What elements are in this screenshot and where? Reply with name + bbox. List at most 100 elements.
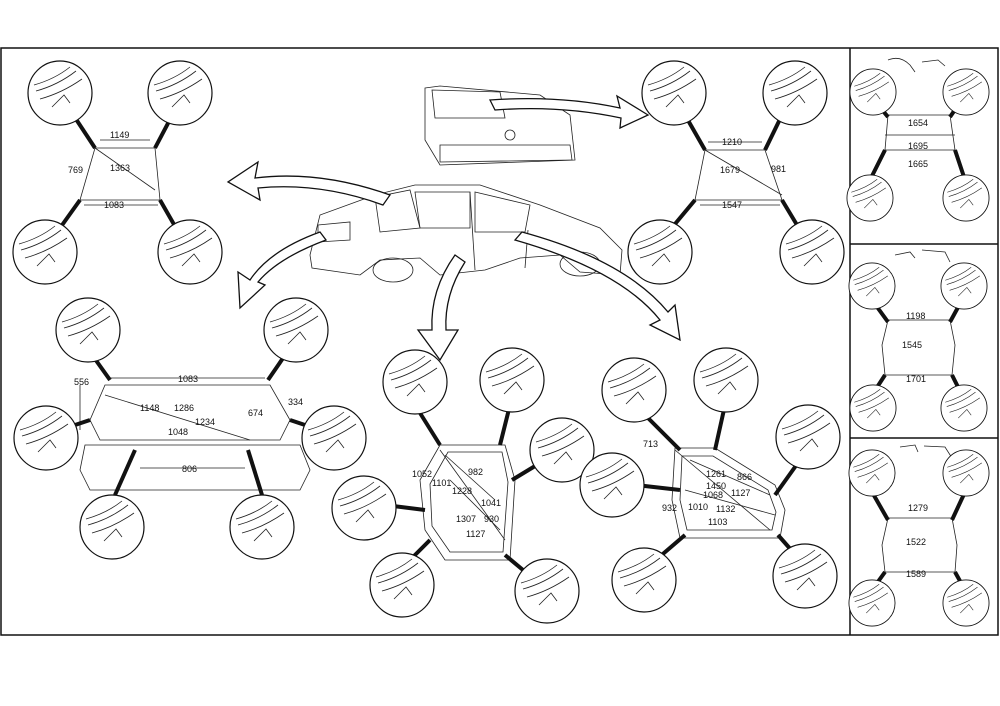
dim-trunk-height: 556 <box>74 377 89 387</box>
detail-circle-fw-1 <box>27 60 93 126</box>
dim-rw-side: 981 <box>771 164 786 174</box>
dim-fw-bottom: 1083 <box>104 200 124 210</box>
detail-circle-sp2-4 <box>940 384 988 432</box>
dim-fd-a: 713 <box>643 439 658 449</box>
dim-fd-b: 1261 <box>706 469 726 479</box>
dim-fd-f: 1127 <box>731 488 750 498</box>
detail-circle-tr-5 <box>79 494 145 560</box>
dim-rd-e: 1041 <box>481 498 501 508</box>
dim-trunk-right-b: 334 <box>288 397 303 407</box>
detail-circle-sp1-4 <box>942 174 990 222</box>
arrow-to-rear-window <box>488 94 650 130</box>
dim-trunk-upper: 1148 <box>140 403 159 413</box>
side-panel-2: 1198 1545 1701 <box>848 249 988 432</box>
detail-circle-rw-3 <box>627 219 693 285</box>
dim-trunk-right-a: 674 <box>248 408 263 418</box>
detail-circle-sp1-1 <box>849 68 897 116</box>
dim-fw-top: 1149 <box>110 130 129 140</box>
front-door-group: 713 1261 866 1450 1068 1127 932 1010 113… <box>579 347 841 613</box>
detail-circle-fd-3 <box>775 404 841 470</box>
dim-sp3-a: 1279 <box>908 503 928 513</box>
dim-sp2-c: 1701 <box>906 374 926 384</box>
detail-circle-rw-1 <box>641 60 707 126</box>
trunk-group: 1083 556 1148 1286 1234 1048 674 334 806 <box>13 297 367 560</box>
dim-fd-d: 1450 <box>706 481 726 491</box>
arrow-to-rear-door <box>416 254 466 362</box>
detail-circle-fd-1 <box>601 357 667 423</box>
detail-circle-rd-6 <box>514 558 580 624</box>
detail-circle-sp2-3 <box>849 384 897 432</box>
dim-trunk-lower: 1234 <box>195 417 215 427</box>
dim-sp1-b: 1695 <box>908 141 928 151</box>
outer-frame <box>0 47 999 636</box>
detail-circle-rd-2 <box>479 347 545 413</box>
dim-fw-side: 769 <box>68 165 83 175</box>
car-front-view <box>424 85 576 166</box>
side-panel-1: 1654 1695 1665 <box>846 57 990 222</box>
arrow-to-trunk <box>237 231 328 310</box>
dim-rd-f: 1307 <box>456 514 476 524</box>
dim-fd-j: 1103 <box>708 517 727 527</box>
detail-circle-tr-2 <box>263 297 329 363</box>
dim-rd-a: 1052 <box>412 469 432 479</box>
dim-fd-g: 932 <box>662 503 677 513</box>
detail-circle-rd-1 <box>382 349 448 415</box>
detail-circle-rw-4 <box>779 219 845 285</box>
dim-rd-d: 1228 <box>452 486 472 496</box>
dim-trunk-bottom-diag: 1048 <box>168 427 188 437</box>
arrow-to-windshield <box>226 160 392 206</box>
dim-trunk-mid: 1286 <box>174 403 194 413</box>
dim-sp1-a: 1654 <box>908 118 928 128</box>
dim-sp3-b: 1522 <box>906 537 926 547</box>
detail-circle-tr-6 <box>229 494 295 560</box>
detail-circle-sp3-1 <box>848 449 896 497</box>
front-windshield-group: 1149 1363 769 1083 <box>12 60 223 285</box>
detail-circle-rd-4 <box>331 475 397 541</box>
detail-circle-sp1-3 <box>846 174 894 222</box>
windshield-outline <box>79 147 161 201</box>
dim-fw-diagonal: 1363 <box>110 163 130 173</box>
dim-sp2-a: 1198 <box>906 311 925 321</box>
dim-fd-i: 1132 <box>716 504 735 514</box>
detail-circle-tr-3 <box>13 405 79 471</box>
detail-circle-rw-2 <box>762 60 828 126</box>
dim-sp2-b: 1545 <box>902 340 922 350</box>
dim-trunk-width: 806 <box>182 464 197 474</box>
detail-circle-sp3-4 <box>942 579 990 627</box>
dim-sp3-c: 1589 <box>906 569 926 579</box>
arrow-to-front-door <box>513 231 681 342</box>
detail-circle-sp2-1 <box>848 262 896 310</box>
dim-trunk-top: 1083 <box>178 374 198 384</box>
detail-circle-fd-2 <box>693 347 759 413</box>
dim-rw-top: 1210 <box>722 137 742 147</box>
detail-circle-fw-3 <box>12 219 78 285</box>
dim-rd-h: 1127 <box>466 529 485 539</box>
detail-circle-sp1-2 <box>942 68 990 116</box>
dim-fd-c: 866 <box>737 472 752 482</box>
callout-arrows <box>226 94 681 362</box>
dim-rd-c: 1101 <box>432 478 451 488</box>
detail-circle-sp3-3 <box>848 579 896 627</box>
dim-fd-h: 1010 <box>688 502 708 512</box>
detail-circle-sp2-2 <box>940 262 988 310</box>
detail-circle-sp3-2 <box>942 449 990 497</box>
detail-circle-fw-2 <box>147 60 213 126</box>
detail-circle-rd-5 <box>369 552 435 618</box>
rear-window-group: 1210 1679 981 1547 <box>627 60 845 285</box>
side-panel-3: 1279 1522 1589 <box>848 444 990 627</box>
detail-circle-tr-1 <box>55 297 121 363</box>
detail-circle-tr-4 <box>301 405 367 471</box>
dim-rw-bottom: 1547 <box>722 200 742 210</box>
dim-rd-b: 982 <box>468 467 483 477</box>
detail-circle-fd-6 <box>772 543 838 609</box>
detail-circle-fw-4 <box>157 219 223 285</box>
dim-sp1-c: 1665 <box>908 159 928 169</box>
dim-rd-g: 930 <box>484 514 499 524</box>
rear-door-group: 1052 982 1101 1228 1041 1307 930 1127 <box>331 347 595 624</box>
car-side-view <box>309 184 623 283</box>
dim-rw-diagonal: 1679 <box>720 165 740 175</box>
detail-circle-fd-5 <box>611 547 677 613</box>
detail-circle-fd-4 <box>579 452 645 518</box>
dim-fd-e: 1068 <box>703 490 723 500</box>
